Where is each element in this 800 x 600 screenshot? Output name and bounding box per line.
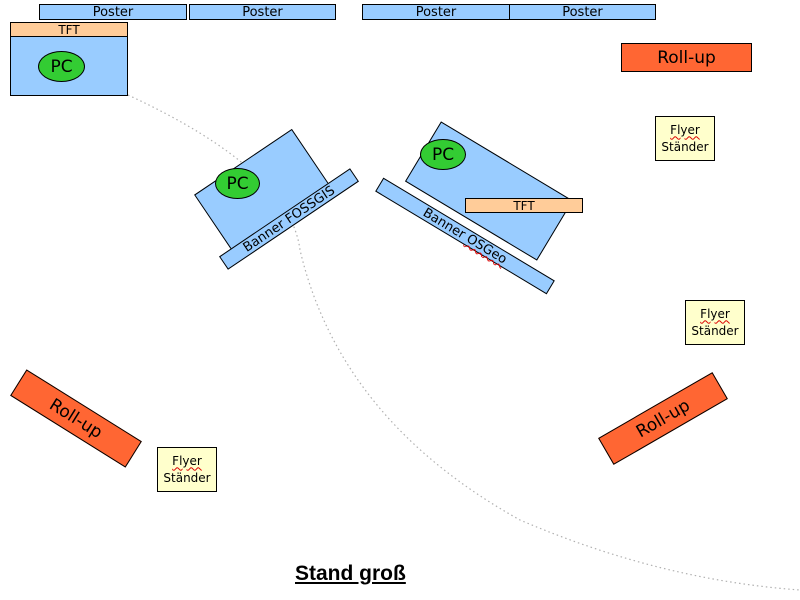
poster-label: Poster (242, 4, 283, 20)
staender-label: Ständer (163, 470, 211, 485)
rollup-top-right: Roll-up (621, 43, 752, 72)
flyer-label: Flyer (700, 306, 730, 321)
tft-right: TFT (465, 198, 583, 213)
tft-label: TFT (58, 22, 80, 37)
page-title: Stand groß (295, 562, 406, 585)
poster-1: Poster (39, 4, 187, 20)
flyer-label: Flyer (670, 122, 700, 137)
tft-top-left: TFT (10, 22, 128, 37)
pc-top-left: PC (38, 51, 85, 82)
flyer-label: Flyer (172, 453, 202, 468)
flyer-stand-3: Flyer Ständer (157, 447, 217, 492)
pc-right: PC (420, 139, 466, 170)
poster-label: Poster (562, 4, 603, 20)
pc-label: PC (50, 56, 73, 77)
pc-label: PC (226, 173, 249, 194)
tft-label: TFT (513, 198, 535, 213)
poster-2: Poster (189, 4, 336, 20)
staender-label: Ständer (661, 139, 709, 154)
flyer-stand-2: Flyer Ständer (685, 300, 745, 345)
poster-label: Poster (415, 4, 457, 20)
poster-4: Poster (509, 4, 656, 20)
flyer-stand-1: Flyer Ständer (655, 116, 715, 161)
pc-label: PC (431, 144, 455, 165)
poster-label: Poster (92, 4, 134, 20)
staender-label: Ständer (691, 323, 739, 338)
rollup-label: Roll-up (657, 47, 716, 68)
pc-left: PC (215, 168, 260, 199)
poster-3: Poster (362, 4, 510, 20)
